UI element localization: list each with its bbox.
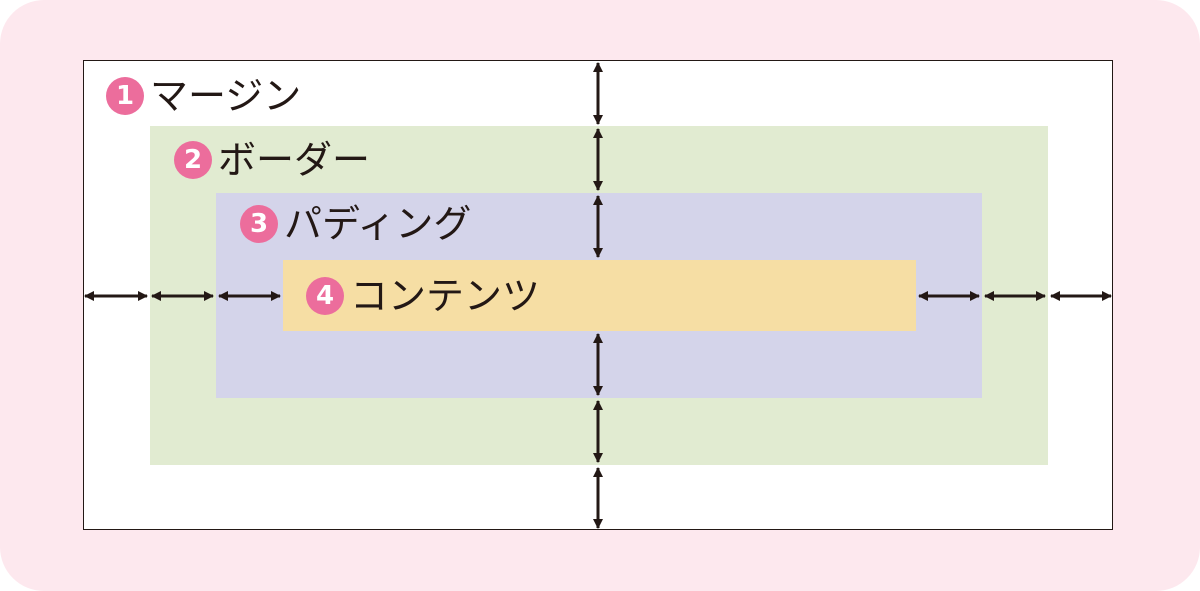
border-label: 2 ボーダー [174,136,370,184]
padding-label: 3 パディング [240,200,471,248]
content-area [283,260,916,331]
border-label-text: ボーダー [218,138,371,182]
number-badge-4: 4 [306,277,344,315]
content-label-text: コンテンツ [350,274,541,318]
number-badge-3: 3 [240,205,278,243]
content-label: 4 コンテンツ [306,272,540,320]
margin-label: 1 マージン [106,72,301,120]
number-badge-2: 2 [174,141,212,179]
margin-label-text: マージン [150,74,302,118]
padding-label-text: パディング [284,202,472,246]
number-badge-1: 1 [106,77,144,115]
